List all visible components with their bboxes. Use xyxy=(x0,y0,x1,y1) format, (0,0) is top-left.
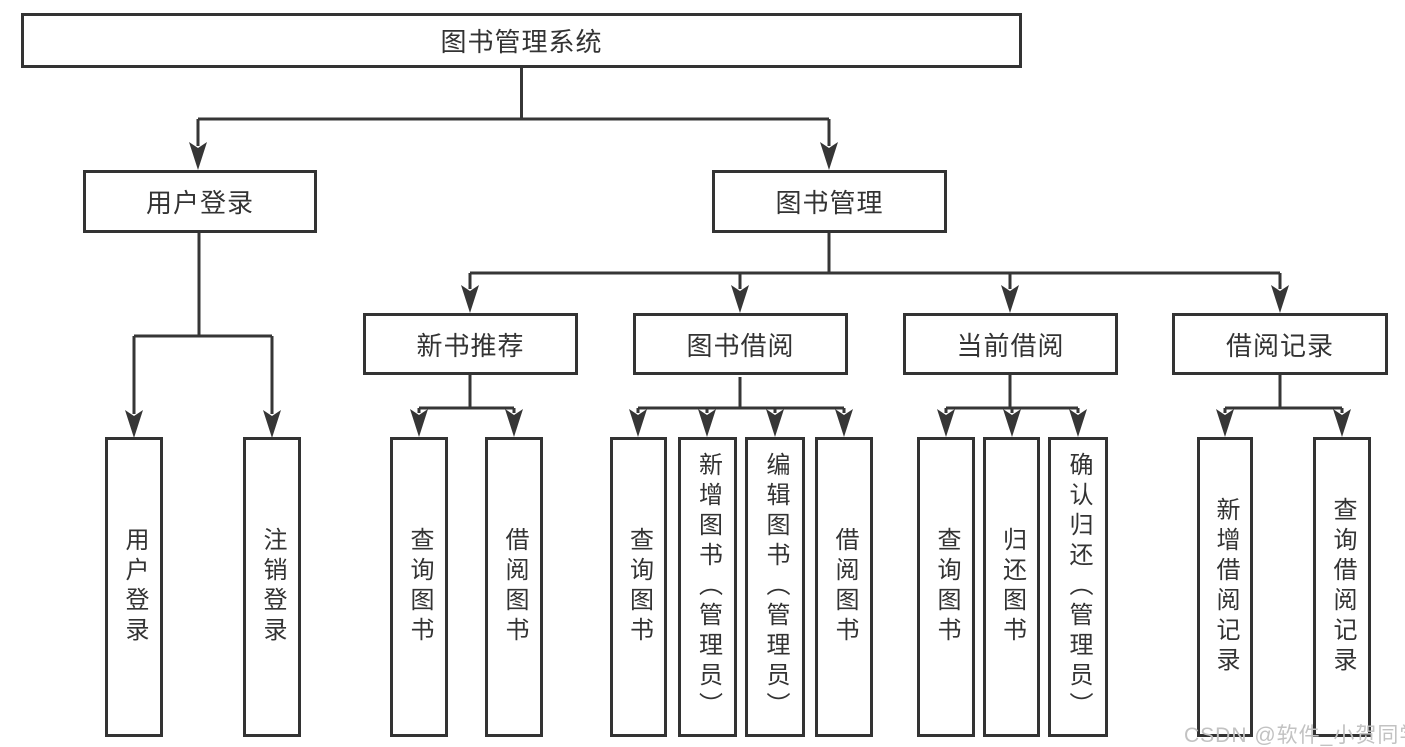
connector-newbook-children xyxy=(417,375,516,413)
node-label: 用户登录 xyxy=(145,188,254,218)
arrowhead xyxy=(410,409,428,437)
arrowhead xyxy=(125,410,143,438)
node-label: 用户登录 xyxy=(121,527,148,647)
arrowhead xyxy=(1271,285,1289,313)
arrowhead xyxy=(937,409,955,437)
node-label: 借阅图书 xyxy=(501,527,528,647)
connector-bookborrow-children xyxy=(636,377,846,413)
node-query-books-borrowing: 查询图书 xyxy=(610,437,667,737)
node-confirm-return-admin: 确认归还（管理员） xyxy=(1048,437,1108,737)
node-label: 编辑图书（管理员） xyxy=(762,452,789,722)
node-borrow-books-recommend: 借阅图书 xyxy=(485,437,543,737)
node-query-borrow-record: 查询借阅记录 xyxy=(1313,437,1371,737)
arrowhead xyxy=(1003,409,1021,437)
node-current-borrowing: 当前借阅 xyxy=(903,313,1118,375)
node-label: 当前借阅 xyxy=(956,330,1065,361)
node-borrowing-records: 借阅记录 xyxy=(1172,313,1388,375)
node-label: 注销登录 xyxy=(259,527,286,647)
node-book-management: 图书管理 xyxy=(712,170,947,233)
node-label: 图书管理 xyxy=(775,188,884,218)
node-label: 查询图书 xyxy=(625,527,653,647)
node-label: 图书管理系统 xyxy=(440,27,603,57)
node-book-borrowing: 图书借阅 xyxy=(633,313,848,375)
node-edit-book-admin: 编辑图书（管理员） xyxy=(745,437,805,737)
arrowhead xyxy=(766,409,784,437)
node-label: 归还图书 xyxy=(998,527,1026,647)
node-label: 查询图书 xyxy=(406,527,433,647)
arrowhead xyxy=(629,409,647,437)
node-user-login: 用户登录 xyxy=(83,170,317,233)
arrowhead xyxy=(1069,409,1087,437)
arrowhead xyxy=(189,142,207,170)
csdn-watermark: CSDN @软件_小贺同学 xyxy=(1184,724,1405,747)
node-label: 查询图书 xyxy=(933,527,960,647)
connector-records-children xyxy=(1223,375,1344,413)
node-label: 新书推荐 xyxy=(416,330,525,361)
node-label: 借阅记录 xyxy=(1225,330,1334,361)
arrowhead xyxy=(820,142,838,170)
arrowhead xyxy=(731,285,749,313)
node-add-book-admin: 新增图书（管理员） xyxy=(678,437,737,737)
arrowhead xyxy=(461,285,479,313)
node-new-book-recommend: 新书推荐 xyxy=(363,313,578,375)
node-borrow-books-borrowing: 借阅图书 xyxy=(815,437,873,737)
node-label: 新增借阅记录 xyxy=(1212,497,1239,677)
connector-root-to-level2 xyxy=(196,68,831,146)
node-library-system: 图书管理系统 xyxy=(21,13,1022,68)
connector-userlogin-children xyxy=(132,233,274,414)
arrowhead xyxy=(835,409,853,437)
arrowhead xyxy=(1333,409,1351,437)
connector-bookmgmt-to-level3 xyxy=(468,233,1282,289)
arrowhead xyxy=(1001,285,1019,313)
node-label: 查询借阅记录 xyxy=(1329,497,1356,677)
node-label: 图书借阅 xyxy=(686,330,795,361)
node-query-books-current: 查询图书 xyxy=(917,437,975,737)
node-label: 借阅图书 xyxy=(831,527,858,647)
arrowhead xyxy=(505,409,523,437)
node-add-borrow-record: 新增借阅记录 xyxy=(1197,437,1253,737)
node-user-login-leaf: 用户登录 xyxy=(105,437,163,737)
connector-currentborrow-children xyxy=(944,375,1080,413)
node-label: 确认归还（管理员） xyxy=(1065,452,1092,722)
arrowhead xyxy=(263,410,281,438)
node-query-books-recommend: 查询图书 xyxy=(390,437,448,737)
arrowhead xyxy=(698,409,716,437)
node-logout: 注销登录 xyxy=(243,437,301,737)
node-return-books: 归还图书 xyxy=(983,437,1040,737)
arrowhead xyxy=(1216,409,1234,437)
node-label: 新增图书（管理员） xyxy=(694,452,722,722)
